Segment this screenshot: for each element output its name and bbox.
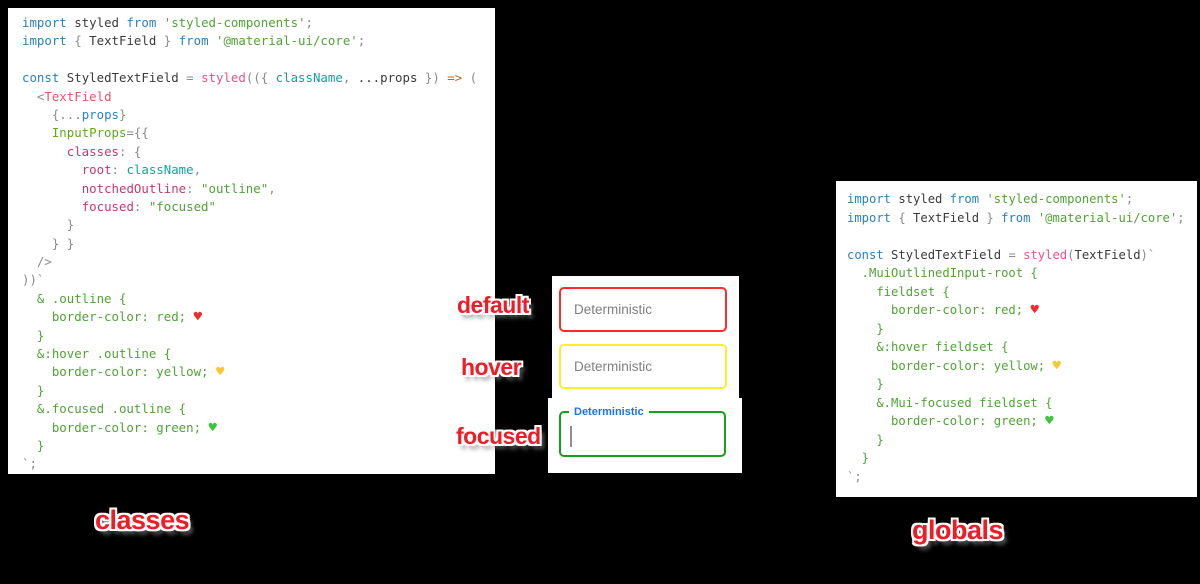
textfield-default[interactable]: Deterministic (559, 287, 727, 332)
textfield-hover[interactable]: Deterministic (559, 344, 727, 389)
label-classes: classes (95, 505, 190, 535)
code-line: fieldset { (847, 284, 950, 299)
code-line: border-color: green; ♥ (22, 419, 217, 436)
code-line: const StyledTextField = styled(({ classN… (22, 70, 478, 86)
code-line: border-color: red; ♥ (847, 302, 1039, 318)
textfield-focused[interactable]: Deterministic (559, 405, 726, 457)
code-line: <TextField (22, 88, 112, 104)
code-line: border-color: green; ♥ (847, 413, 1054, 429)
label-focused: focused (456, 423, 541, 449)
code-globals: import styled from 'styled-components'; i… (847, 190, 1197, 486)
textfield-floating-label: Deterministic (569, 405, 649, 419)
code-line: import { TextField } from '@material-ui/… (22, 33, 366, 49)
code-line: .MuiOutlinedInput-root { (847, 266, 1038, 280)
code-line: border-color: yellow; ♥ (847, 357, 1061, 374)
code-line: &.Mui-focused fieldset { (847, 395, 1053, 410)
textfield-placeholder: Deterministic (574, 302, 653, 317)
code-line: } (22, 382, 45, 398)
code-line: } (847, 432, 884, 447)
code-panel-classes: import styled from 'styled-components'; i… (8, 8, 495, 474)
code-line: `; (847, 469, 862, 484)
textfield-demo-panel: Deterministic Deterministic (552, 276, 739, 398)
code-line: `; (22, 456, 37, 472)
code-line: ))` (22, 272, 45, 288)
code-line: } (22, 327, 45, 343)
code-line: } (847, 377, 884, 391)
code-line: } } (22, 235, 75, 251)
code-line: &.focused .outline { (22, 401, 187, 417)
code-line: border-color: yellow; ♥ (22, 364, 225, 381)
code-line: border-color: red; ♥ (22, 309, 203, 326)
code-line: /> (22, 254, 52, 270)
code-line: &:hover .outline { (22, 346, 172, 362)
code-classes: import styled from 'styled-components'; i… (22, 14, 495, 474)
code-line: } (22, 217, 75, 233)
code-line: import styled from 'styled-components'; (22, 15, 313, 30)
code-line: & .outline { (22, 290, 127, 306)
code-line: InputProps={{ (51, 125, 149, 141)
label-globals: globals (912, 515, 1004, 545)
code-line: notchedOutline: "outline", (81, 180, 276, 196)
code-line: } (22, 437, 45, 453)
code-line: import styled from 'styled-components'; (847, 192, 1134, 206)
code-panel-globals: import styled from 'styled-components'; i… (836, 181, 1197, 497)
code-line: import { TextField } from '@material-ui/… (847, 210, 1185, 225)
textfield-focused-panel: Deterministic (548, 398, 742, 473)
text-cursor (570, 426, 572, 447)
code-line (847, 227, 1197, 246)
code-line: focused: "focused" (81, 198, 216, 214)
code-line: const StyledTextField = styled(TextField… (847, 247, 1156, 262)
label-default: default (457, 292, 529, 318)
code-line: root: className, (81, 162, 202, 178)
label-hover: hover (461, 354, 522, 380)
code-line: } (847, 321, 884, 336)
code-line: &:hover fieldset { (847, 340, 1009, 354)
textfield-placeholder: Deterministic (574, 359, 653, 374)
code-line: {...props} (22, 106, 127, 122)
code-line (22, 51, 495, 69)
code-line: } (847, 451, 870, 465)
code-line: classes: { (66, 143, 142, 159)
